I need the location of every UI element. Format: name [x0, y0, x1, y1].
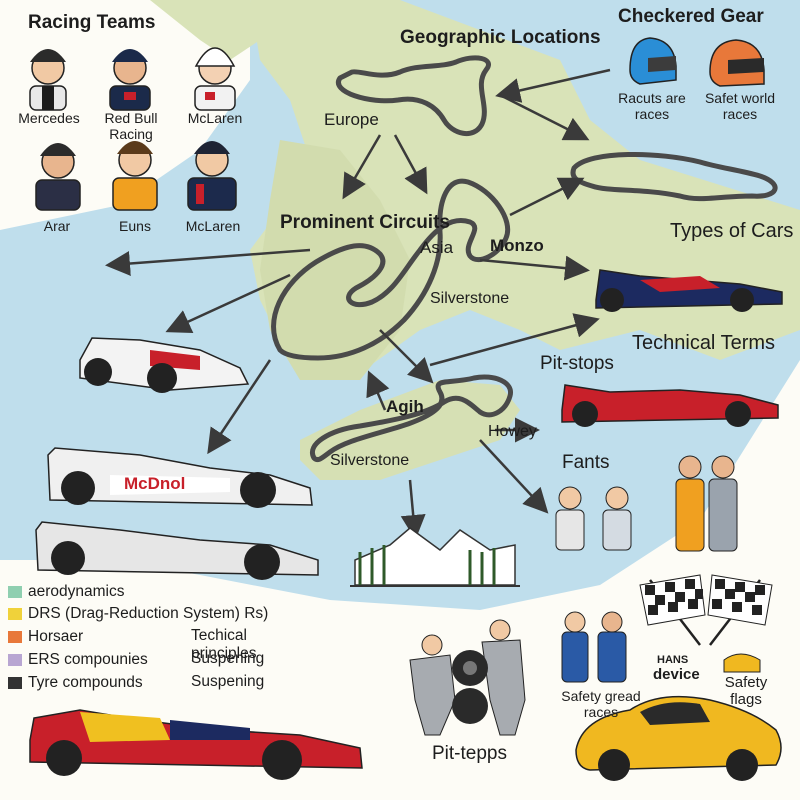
legend-label: DRS (Drag-Reduction System) Rs) [28, 605, 269, 622]
circuit-south [310, 374, 513, 463]
map-label-europe: Europe [324, 110, 379, 129]
arrow-10 [429, 313, 600, 367]
heading-types-of-cars: Types of Cars [670, 220, 794, 242]
car-white-1 [79, 337, 250, 393]
safety-flags-label: Safety flags [724, 674, 768, 709]
legend-item: aerodynamics [8, 582, 125, 602]
legend-label: Horsaer [28, 628, 84, 645]
team-label-arar: Arar [43, 218, 71, 234]
heading-pit-stops: Pit-stops [540, 353, 614, 374]
team-label-mercedes: Mercedes [18, 110, 80, 126]
mountain-scene [350, 527, 520, 587]
legend-item: ERS compounies [8, 650, 148, 670]
legend-extra-1: Techical principles [191, 627, 257, 662]
arrow-7 [105, 248, 311, 276]
legend-swatch [8, 654, 22, 666]
heading-fants: Fants [562, 452, 610, 473]
arrow-11 [379, 329, 434, 384]
legend-extra-2: Suspening [191, 650, 265, 667]
legend-item: Tyre compounds [8, 673, 143, 693]
car-redbull-1 [595, 269, 783, 312]
legend-swatch [8, 586, 22, 598]
arrow-14 [479, 439, 549, 514]
arrow-1 [495, 68, 611, 103]
arrow-3 [342, 134, 382, 200]
legend-label: ERS compounies [28, 651, 148, 668]
device-label: device [653, 666, 700, 683]
land-central [260, 140, 410, 380]
gear-label-2: Safet world races [704, 90, 776, 123]
checkered-flags [639, 574, 773, 646]
legend-label: aerodynamics [28, 583, 125, 600]
team-label-mclaren-2: McLaren [185, 218, 241, 234]
heading-geographic-locations: Geographic Locations [400, 27, 601, 48]
car-mcdnol [47, 447, 313, 508]
arrow-5 [509, 177, 585, 217]
arrow-12 [366, 370, 390, 411]
arrow-6 [479, 255, 590, 281]
map-label-howey: Howey [488, 423, 537, 440]
team-drivers [29, 47, 237, 211]
map-label-silverstone-1: Silverstone [430, 290, 510, 307]
circuit-prominent [271, 178, 511, 361]
safety-grad-label: Safety gread races [561, 688, 641, 721]
legend-item: Horsaer [8, 627, 83, 647]
map-label-monza: Monzo [490, 236, 544, 255]
car-silver [35, 521, 319, 580]
team-label-mclaren-1: McLaren [187, 110, 243, 126]
car-yellow-sports [575, 695, 782, 781]
arrow-15 [400, 479, 426, 540]
heading-technical-terms: Technical Terms [632, 332, 776, 354]
legend-swatch [8, 631, 22, 643]
pit-crew [409, 619, 526, 736]
map-label-asia: Asia [420, 238, 454, 257]
circuit-europe [336, 55, 491, 136]
car-livery-text: McDnol [124, 474, 186, 493]
heading-prominent-circuits: Prominent Circuits [280, 212, 450, 233]
heading-racing-teams: Racing Teams [28, 12, 156, 33]
arrow-2 [499, 93, 590, 141]
arrow-9 [207, 359, 272, 455]
car-redbull-bottom [29, 709, 363, 780]
legend-swatch [8, 677, 22, 689]
land-south [300, 380, 520, 480]
circuit-types [570, 152, 778, 202]
car-ferrari-1 [561, 384, 779, 427]
gear-label-1: Racuts are races [618, 90, 686, 123]
map-label-silverstone-2: Silverstone [330, 452, 410, 469]
heading-checkered-gear: Checkered Gear [618, 6, 764, 27]
fans-figures [555, 455, 738, 552]
legend-item: DRS (Drag-Reduction System) Rs) [8, 604, 268, 624]
helmets [629, 37, 765, 87]
legend-extra-3: Suspening [191, 673, 265, 690]
heading-pit-tepps: Pit-tepps [432, 743, 507, 764]
arrow-4 [393, 134, 428, 195]
legend-label: Tyre compounds [28, 674, 143, 691]
team-label-redbull: Red Bull Racing [104, 110, 158, 143]
arrow-8 [165, 273, 291, 334]
safety-marshals [561, 611, 761, 683]
map-label-agih: Agih [386, 397, 424, 416]
legend-swatch [8, 608, 22, 620]
land-north [150, 0, 260, 60]
team-label-euns: Euns [119, 218, 151, 234]
hans-label: HANS [657, 654, 689, 666]
